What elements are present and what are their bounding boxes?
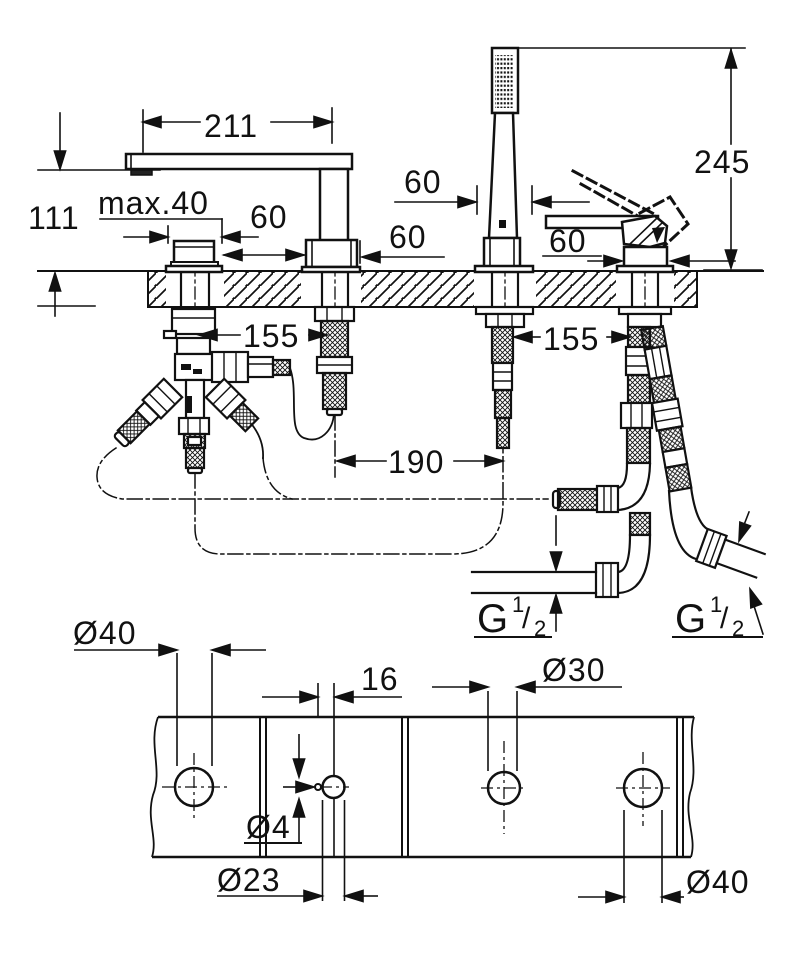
svg-text:G: G	[477, 597, 508, 641]
dim-hole-knob: Ø40	[73, 615, 136, 651]
dim-spout-reach: 211	[204, 108, 258, 144]
dim-dist-knob-spout: 155	[243, 318, 299, 354]
dim-hole-spout: Ø23	[217, 862, 280, 898]
svg-text:2: 2	[534, 616, 546, 641]
lever-handle	[544, 168, 690, 274]
dim-hole-lever: Ø40	[686, 864, 749, 900]
break-line-left	[149, 716, 159, 858]
svg-text:/: /	[522, 602, 531, 635]
hand-shower	[473, 46, 535, 274]
deck-section	[37, 263, 764, 315]
dim-esc-lever: 60	[549, 223, 587, 259]
dim-pin-offset: 16	[361, 661, 399, 697]
plan-deck	[149, 715, 695, 859]
deck-joints	[259, 717, 684, 857]
dim-overall-height: 245	[694, 144, 750, 180]
dim-esc-shower: 60	[404, 164, 442, 200]
hole-centerlines	[162, 741, 670, 834]
dim-dist-spout-shower: 190	[388, 444, 444, 480]
plan-dimensions	[74, 643, 684, 904]
thread-label-left: G 1 / 2	[477, 592, 546, 641]
thread-label-right: G 1 / 2	[675, 592, 744, 641]
svg-text:/: /	[720, 602, 729, 635]
dim-hole-pin: Ø4	[246, 809, 291, 845]
hose-routing-centerlines	[96, 414, 549, 555]
dim-max-deck: max.40	[98, 185, 209, 221]
dim-esc-spout: 60	[389, 219, 427, 255]
mixer-valve-body	[113, 307, 335, 475]
svg-text:G: G	[675, 597, 706, 641]
shower-spray-face	[495, 55, 513, 108]
elevation-dimensions	[37, 47, 765, 638]
dim-spout-height: 111	[28, 200, 80, 236]
elevation-view: 211 111 max.40 60 60 60 60 245 155 155 1…	[28, 46, 767, 641]
shower-connection	[474, 305, 535, 450]
spout-aerator	[130, 168, 153, 176]
svg-text:1: 1	[512, 592, 524, 617]
valve-knob	[164, 239, 224, 274]
break-line-right	[687, 716, 695, 858]
svg-text:1: 1	[710, 592, 722, 617]
plan-view: Ø40 16 Ø30 Ø4 Ø23 Ø40	[73, 615, 749, 904]
dim-dist-shower-lever: 155	[543, 321, 599, 357]
dim-gap-knob-spout: 60	[250, 199, 288, 235]
lever-hoses	[470, 305, 767, 599]
spout-connection	[313, 305, 356, 417]
svg-text:2: 2	[732, 616, 744, 641]
dim-hole-shower: Ø30	[542, 652, 605, 688]
spout	[124, 152, 362, 274]
